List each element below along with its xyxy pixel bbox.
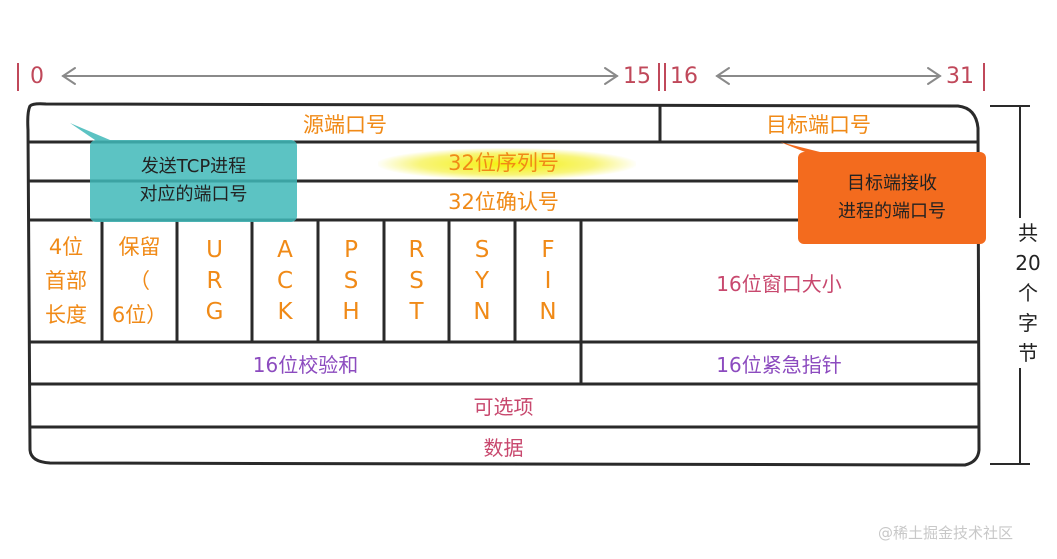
total-bytes-label: 共 20 个 字 节 xyxy=(1004,218,1052,368)
bit-0-label: 0 xyxy=(30,64,44,89)
reserved-field: 保留 （ 6位） xyxy=(102,222,177,340)
flag-letter: H xyxy=(342,298,360,325)
side-char: 个 xyxy=(1018,281,1038,305)
flag-letter: Y xyxy=(474,267,490,294)
flag-fin: F I N xyxy=(515,222,581,340)
flag-letter: S xyxy=(409,267,424,294)
reserved-line-3: 6位） xyxy=(111,303,168,327)
sender-callout-tail xyxy=(70,123,110,140)
flag-urg: U R G xyxy=(177,222,252,340)
bit-16-label: 16 xyxy=(670,64,698,89)
header-length-field: 4位 首部 长度 xyxy=(30,222,102,340)
reserved-line-2: （ xyxy=(129,269,150,293)
sender-note-line-2: 对应的端口号 xyxy=(139,184,248,205)
bit-31-label: 31 xyxy=(946,64,974,89)
flag-letter: S xyxy=(474,236,490,263)
watermark: @稀土掘金技术社区 xyxy=(878,524,1014,542)
receiver-note-line-1: 目标端接收 xyxy=(847,173,937,194)
flag-letter: I xyxy=(544,267,552,294)
window-size-field: 16位窗口大小 xyxy=(716,271,842,296)
side-char: 20 xyxy=(1015,251,1041,275)
sequence-number-field: 32位序列号 xyxy=(448,150,559,175)
flag-letter: N xyxy=(539,298,557,325)
data-field: 数据 xyxy=(483,435,524,460)
flag-letter: P xyxy=(344,236,358,263)
sequence-highlight xyxy=(378,148,636,180)
ack-number-field: 32位确认号 xyxy=(448,189,559,214)
receiver-note-line-2: 进程的端口号 xyxy=(838,201,946,222)
options-field: 可选项 xyxy=(473,395,534,419)
side-char: 节 xyxy=(1018,341,1038,365)
source-port-field: 源端口号 xyxy=(303,113,387,137)
header-length-line-1: 4位 xyxy=(48,235,84,259)
frame-outline xyxy=(26,102,981,467)
flag-letter: C xyxy=(276,267,294,294)
flag-letter: K xyxy=(277,298,293,325)
destination-port-field: 目标端口号 xyxy=(766,113,871,137)
sender-port-note: 发送TCP进程 对应的端口号 xyxy=(90,140,297,222)
flag-psh: P S H xyxy=(318,222,384,340)
urgent-pointer-field: 16位紧急指针 xyxy=(716,352,842,377)
flag-syn: S Y N xyxy=(449,222,515,340)
side-char: 字 xyxy=(1018,311,1038,335)
reserved-line-1: 保留 xyxy=(118,235,161,259)
flag-letter: A xyxy=(277,236,293,263)
flag-ack: A C K xyxy=(252,222,318,340)
flag-letter: F xyxy=(541,236,555,263)
flag-letter: T xyxy=(409,298,424,325)
receiver-port-note: 目标端接收 进程的端口号 xyxy=(798,152,986,244)
bit-15-label: 15 xyxy=(623,64,651,89)
side-char: 共 xyxy=(1018,221,1038,245)
receiver-callout-tail xyxy=(780,142,820,152)
sender-note-line-1: 发送TCP进程 xyxy=(140,156,247,177)
flag-letter: G xyxy=(205,298,224,325)
flag-letter: U xyxy=(206,236,223,263)
checksum-field: 16位校验和 xyxy=(252,352,359,377)
flag-rst: R S T xyxy=(384,222,449,340)
header-length-line-2: 首部 xyxy=(45,269,87,293)
flag-letter: N xyxy=(473,298,491,325)
flag-letter: S xyxy=(343,267,359,294)
flag-letter: R xyxy=(408,236,425,263)
flag-letter: R xyxy=(206,267,223,294)
header-length-line-3: 长度 xyxy=(45,303,87,327)
